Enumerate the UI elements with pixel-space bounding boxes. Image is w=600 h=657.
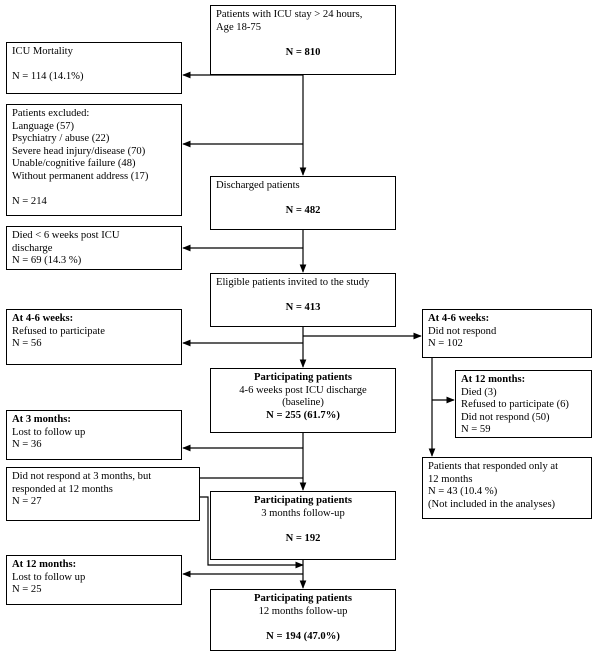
excluded-line-1: Patients excluded:: [12, 108, 90, 119]
lost3-line-1: Lost to follow up: [12, 426, 86, 438]
arrow-late-rejoin: [200, 496, 304, 569]
twelve-month-sub-line-1: Died (3): [461, 386, 497, 398]
twelve-month-title: Participating patients: [254, 593, 352, 604]
box-baseline: Participating patients 4-6 weeks post IC…: [210, 368, 396, 433]
discharged-title: Discharged patients: [216, 180, 300, 191]
box-lost-3-months: At 3 months: Lost to follow up N = 36: [6, 410, 182, 460]
refused-heading: At 4-6 weeks:: [12, 313, 74, 324]
late-line-1: Patients that responded only at: [428, 461, 559, 472]
died-count: N = 69 (14.3 %): [12, 255, 82, 267]
box-did-not-respond-3: Did not respond at 3 months, but respond…: [6, 467, 200, 521]
lost3-count: N = 36: [12, 439, 42, 451]
box-icu-mortality: ICU Mortality N = 114 (14.1%): [6, 42, 182, 94]
twelve-month-sub-heading: At 12 months:: [461, 374, 526, 385]
box-died: Died < 6 weeks post ICU discharge N = 69…: [6, 226, 182, 270]
excluded-count: N = 214: [12, 196, 47, 208]
excluded-line-5: Unable/cognitive failure (48): [12, 158, 136, 170]
mortality-count: N = 114 (14.1%): [12, 71, 84, 83]
late-note: (Not included in the analyses): [428, 498, 556, 510]
dnr3-count: N = 27: [12, 496, 42, 508]
late-count: N = 43 (10.4 %): [428, 486, 498, 498]
dnr3-line-2: responded at 12 months: [12, 483, 113, 495]
refused-line-1: Refused to participate: [12, 325, 105, 337]
start-line-2: Age 18-75: [216, 21, 262, 33]
twelve-month-sub-line-2: Refused to participate (6): [461, 399, 569, 411]
baseline-title: Participating patients: [254, 372, 352, 383]
no-response-count: N = 102: [428, 338, 463, 350]
excluded-line-3: Psychiatry / abuse (22): [12, 133, 110, 145]
baseline-count: N = 255 (61.7%): [266, 409, 340, 421]
lost3-heading: At 3 months:: [12, 414, 71, 425]
eligible-count: N = 413: [285, 302, 321, 314]
excluded-line-6: Without permanent address (17): [12, 170, 149, 182]
box-start: Patients with ICU stay > 24 hours, Age 1…: [210, 5, 396, 75]
box-eligible: Eligible patients invited to the study N…: [210, 273, 396, 327]
lost12-line-1: Lost to follow up: [12, 571, 86, 583]
baseline-line-2: (baseline): [282, 397, 324, 409]
box-twelve-month-sub: At 12 months: Died (3) Refused to partic…: [455, 370, 592, 438]
twelve-month-count: N = 194 (47.0%): [266, 630, 340, 642]
no-response-heading: At 4-6 weeks:: [428, 313, 490, 324]
eligible-title: Eligible patients invited to the study: [216, 277, 370, 288]
twelve-month-sub-count: N = 59: [461, 424, 491, 436]
died-line-2: discharge: [12, 242, 53, 254]
late-line-2: 12 months: [428, 473, 473, 485]
box-lost-12-months: At 12 months: Lost to follow up N = 25: [6, 555, 182, 605]
baseline-line-1: 4-6 weeks post ICU discharge: [239, 384, 367, 396]
three-month-title: Participating patients: [254, 495, 352, 506]
twelve-month-sub-line-3: Did not respond (50): [461, 411, 550, 423]
box-no-response: At 4-6 weeks: Did not respond N = 102: [422, 309, 592, 358]
no-response-line-1: Did not respond: [428, 325, 497, 337]
excluded-line-2: Language (57): [12, 120, 75, 132]
box-twelve-month: Participating patients 12 months follow-…: [210, 589, 396, 651]
excluded-line-4: Severe head injury/disease (70): [12, 145, 146, 157]
box-late-responders: Patients that responded only at 12 month…: [422, 457, 592, 519]
start-count: N = 810: [285, 46, 321, 58]
box-discharged: Discharged patients N = 482: [210, 176, 396, 230]
mortality-title: ICU Mortality: [12, 46, 73, 57]
box-refused: At 4-6 weeks: Refused to participate N =…: [6, 309, 182, 365]
start-line-1: Patients with ICU stay > 24 hours,: [216, 9, 363, 20]
twelve-month-line-1: 12 months follow-up: [258, 605, 348, 617]
dnr3-line-1: Did not respond at 3 months, but: [12, 471, 152, 482]
three-month-line-1: 3 months follow-up: [261, 507, 345, 519]
box-three-month: Participating patients 3 months follow-u…: [210, 491, 396, 560]
box-excluded: Patients excluded: Language (57) Psychia…: [6, 104, 182, 216]
lost12-heading: At 12 months:: [12, 559, 77, 570]
died-line-1: Died < 6 weeks post ICU: [12, 230, 120, 241]
three-month-count: N = 192: [285, 532, 321, 544]
discharged-count: N = 482: [285, 205, 321, 217]
lost12-count: N = 25: [12, 584, 42, 596]
refused-count: N = 56: [12, 338, 42, 350]
